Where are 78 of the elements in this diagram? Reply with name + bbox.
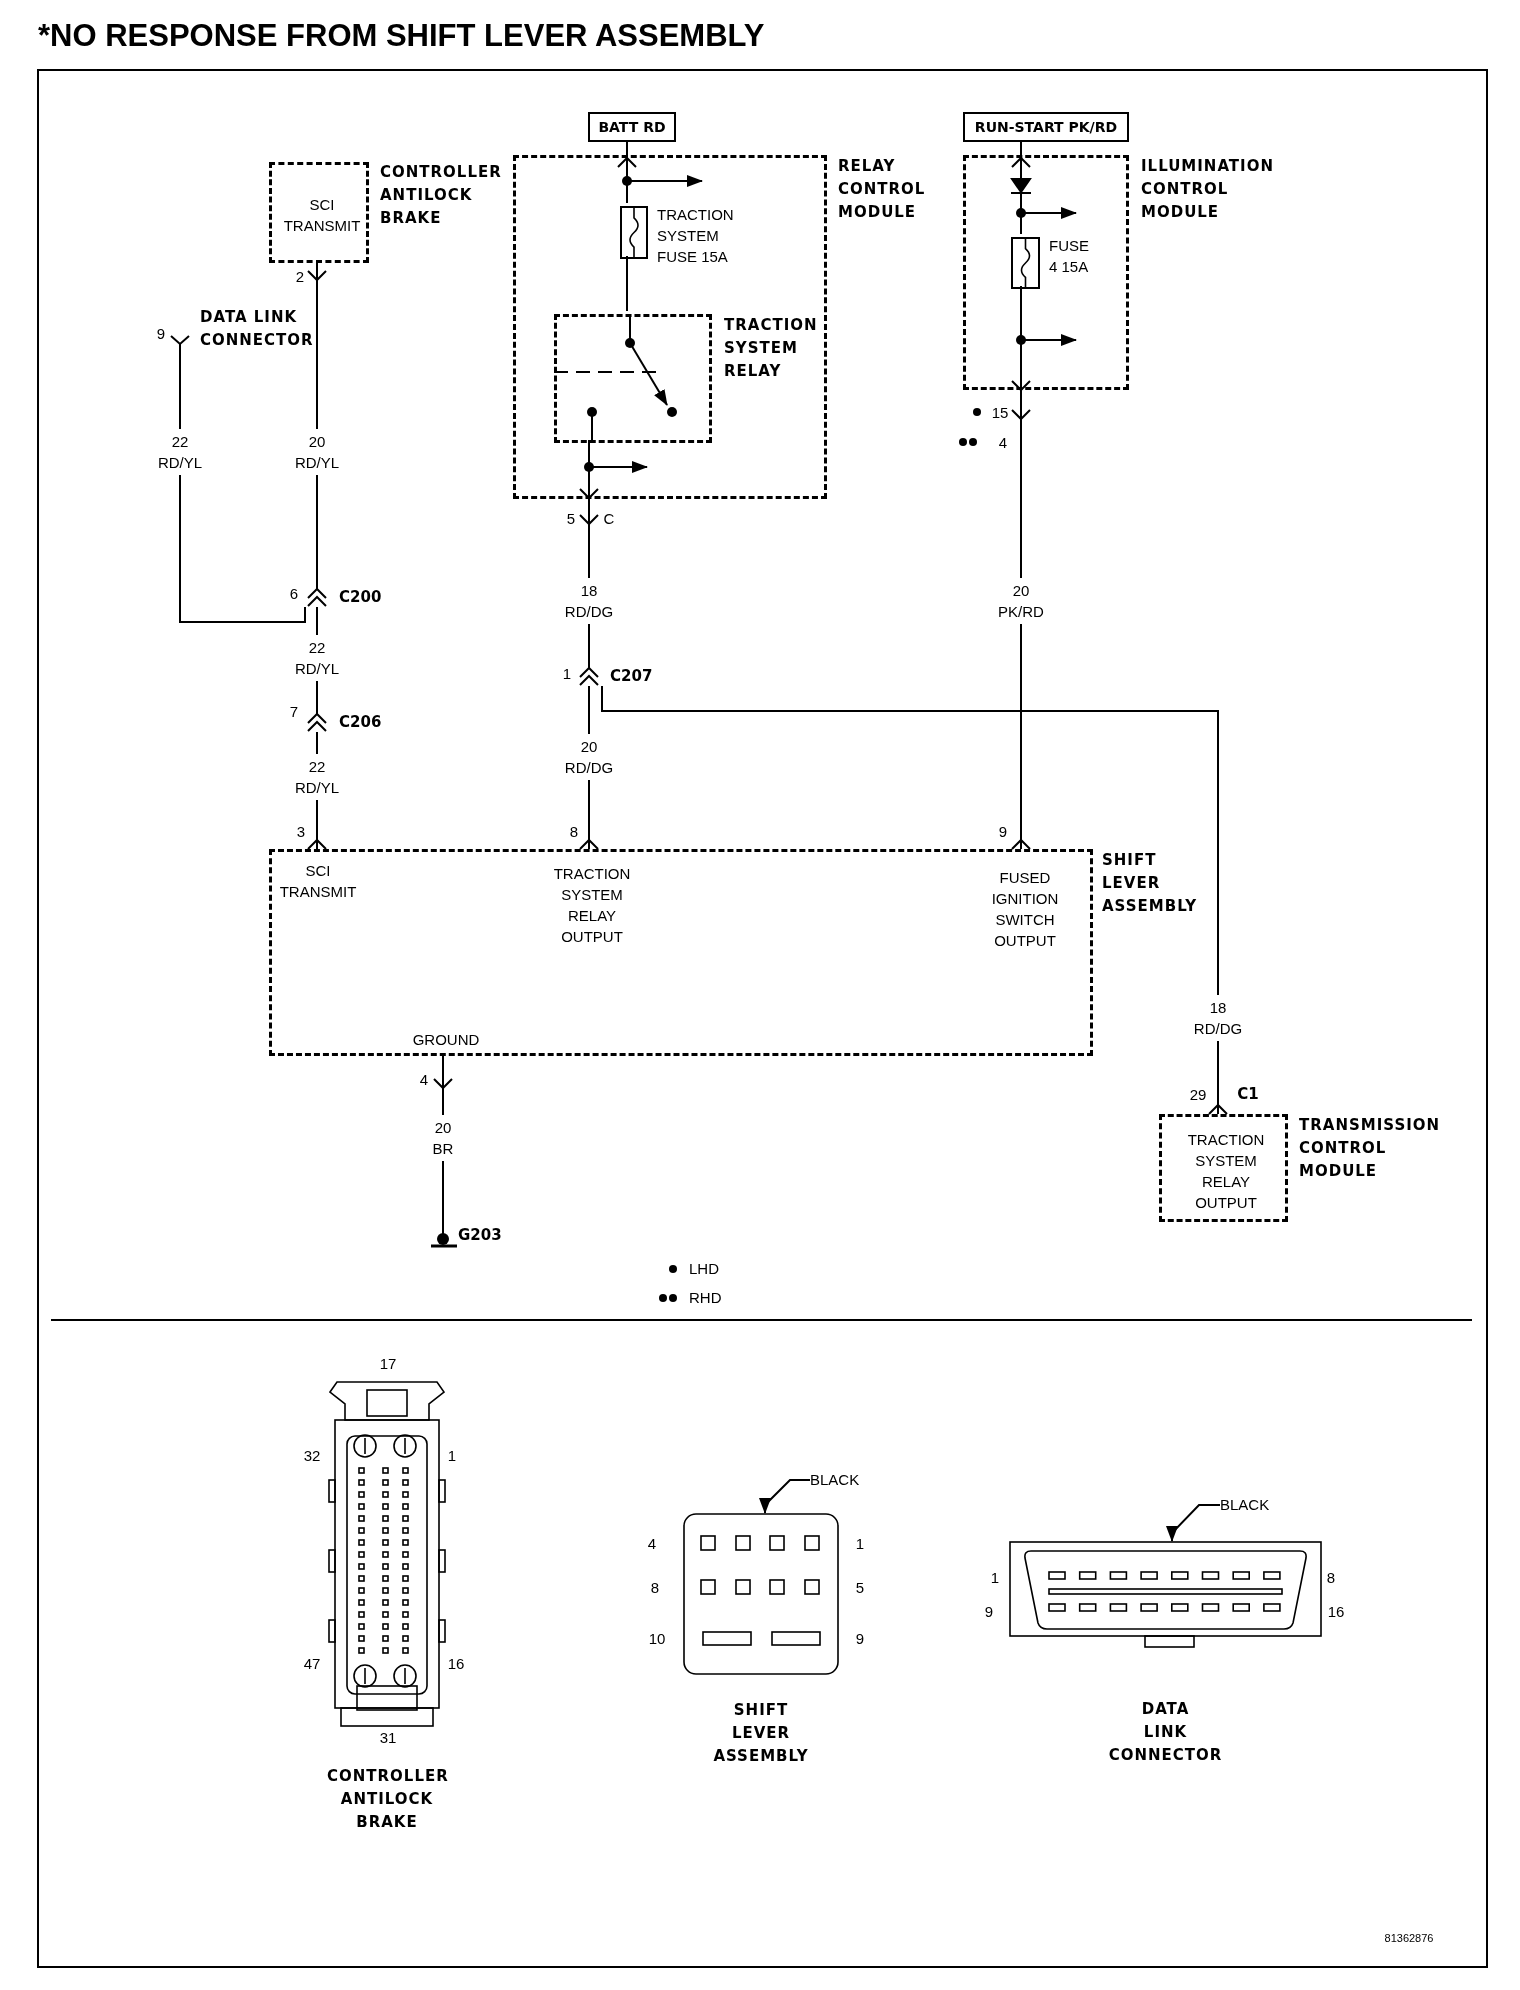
pin-number: 8	[1326, 1567, 1336, 1588]
connector-label: C200	[339, 587, 382, 608]
wire-label: 20 RD/YL	[294, 429, 340, 475]
leader-arrow	[1166, 1504, 1221, 1542]
component-label: DATA LINK CONNECTOR	[1107, 1699, 1224, 1766]
component-label: RELAY CONTROL MODULE	[838, 156, 926, 223]
component-label: SHIFT LEVER ASSEMBLY	[712, 1700, 810, 1767]
pin-number: 32	[303, 1445, 321, 1466]
pin-number: 6	[289, 583, 299, 604]
leader-arrow	[759, 1479, 811, 1514]
legend-label: LHD	[689, 1259, 719, 1279]
component-label: ILLUMINATION CONTROL MODULE	[1141, 156, 1274, 223]
fuse-label: FUSE 4 15A	[1049, 236, 1089, 277]
wire-label: 18 RD/DG	[564, 578, 614, 624]
connector-label: C1	[1237, 1083, 1259, 1105]
pin-number: 5	[855, 1577, 865, 1598]
pin-number: 4	[998, 432, 1008, 453]
pin-number: 7	[289, 701, 299, 722]
power-source-box: BATT RD	[588, 112, 676, 142]
wire	[1011, 285, 1031, 850]
component-label: TRACTION SYSTEM RELAY	[724, 315, 818, 382]
wire-label: 20 RD/DG	[564, 734, 614, 780]
pin-number: 2	[295, 266, 305, 287]
pin-number: 10	[648, 1628, 666, 1649]
power-source-box: RUN-START PK/RD	[963, 112, 1129, 142]
pin-number: 1	[447, 1445, 457, 1466]
pin-number: 8	[569, 821, 579, 842]
component-label: CONTROLLER ANTILOCK BRAKE	[327, 1766, 447, 1833]
component-label: TRANSMISSION CONTROL MODULE	[1299, 1115, 1441, 1182]
wire-label: 22 RD/YL	[157, 429, 203, 475]
component-label: DATA LINK CONNECTOR	[200, 307, 314, 351]
component-label: SHIFT LEVER ASSEMBLY	[1102, 850, 1198, 917]
wire-label: 18 RD/DG	[1193, 995, 1243, 1041]
pin-label: TRACTION SYSTEM RELAY OUTPUT	[1187, 1130, 1265, 1213]
wire	[601, 685, 1228, 1115]
pin-label: SCI TRANSMIT	[279, 861, 357, 902]
pin-label: SCI TRANSMIT	[283, 195, 361, 236]
figure-number: 81362876	[1384, 1930, 1434, 1946]
wire-label: 20 BR	[432, 1115, 454, 1161]
fuse-label: TRACTION SYSTEM FUSE 15A	[657, 205, 734, 267]
pin-number: 15	[991, 402, 1009, 423]
ground-label: G203	[458, 1225, 502, 1246]
pin-number: 29	[1189, 1084, 1207, 1105]
connector-label: C207	[610, 666, 653, 687]
component-label: CONTROLLER ANTILOCK BRAKE	[380, 162, 502, 229]
pin-number: C	[603, 508, 615, 529]
pin-number: 31	[379, 1727, 397, 1748]
pin-number: 9	[998, 821, 1008, 842]
pin-number: 3	[296, 821, 306, 842]
pin-label: GROUND	[412, 1029, 480, 1050]
connector-label: C206	[339, 712, 382, 733]
pin-number: 47	[303, 1653, 321, 1674]
pin-number: 16	[447, 1653, 465, 1674]
diagram-title: *NO RESPONSE FROM SHIFT LEVER ASSEMBLY	[38, 17, 765, 55]
wire-label: 22 RD/YL	[294, 754, 340, 800]
pin-number: 9	[984, 1601, 994, 1622]
pin-number: 16	[1327, 1601, 1345, 1622]
leader-arrow	[1011, 141, 1031, 235]
pin-label: FUSED IGNITION SWITCH OUTPUT	[991, 868, 1059, 951]
pin-number: 4	[647, 1533, 657, 1554]
wire-label: 22 RD/YL	[294, 635, 340, 681]
leader-arrow	[617, 141, 637, 204]
wire	[170, 335, 306, 623]
color-note: BLACK	[1220, 1493, 1290, 1517]
pin-number: 5	[566, 508, 576, 529]
pin-number: 1	[855, 1533, 865, 1554]
pin-number: 9	[156, 323, 166, 344]
legend-label: RHD	[689, 1288, 722, 1308]
pin-number: 1	[990, 1567, 1000, 1588]
pin-number: 1	[562, 663, 572, 684]
wire	[626, 255, 628, 312]
pin-number: 8	[650, 1577, 660, 1598]
pin-number: 9	[855, 1628, 865, 1649]
pin-number: 4	[419, 1069, 429, 1090]
color-note: BLACK	[810, 1468, 880, 1492]
wire-label: 20 PK/RD	[998, 578, 1044, 624]
pin-label: TRACTION SYSTEM RELAY OUTPUT	[553, 864, 631, 947]
pin-number: 17	[379, 1353, 397, 1374]
